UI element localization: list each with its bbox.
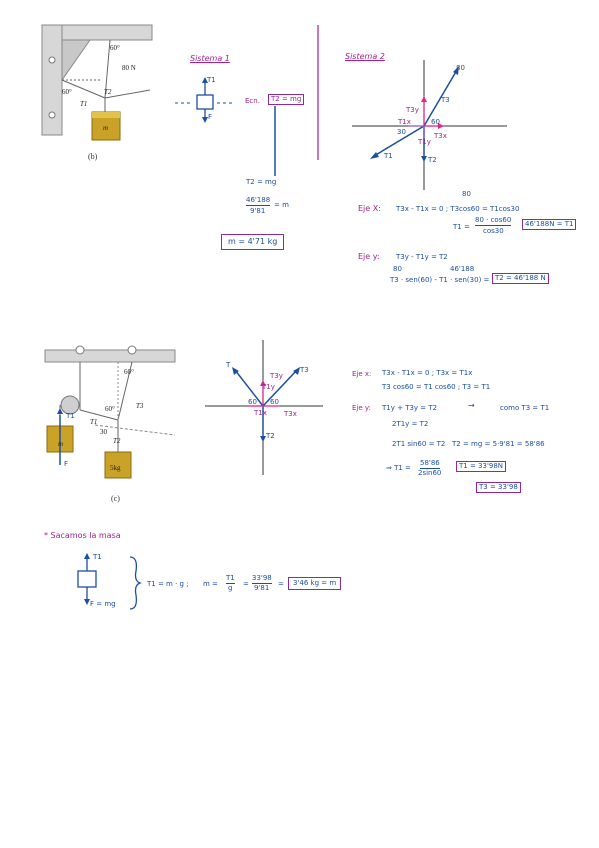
fig-c-mass2: 5kg	[110, 464, 121, 472]
fig-c-mass1: m	[58, 440, 64, 448]
fig-c-caption: (c)	[111, 494, 120, 503]
sys-c-ejex-eq2: T3 cos60 = T1 cos60 ; T3 = T1	[382, 383, 491, 391]
diagram2-a60a: 60	[248, 398, 257, 406]
sys-c-ejey-arrow: →	[468, 401, 475, 410]
sistema2-t1y: T1y	[418, 138, 431, 146]
eje-x-eq: T3x - T1x = 0 ; T3cos60 = T1cos30	[396, 205, 520, 213]
fig-c-angle2: 60°	[105, 405, 115, 413]
sys-c-ejey-eq: T1y + T3y = T2	[382, 404, 438, 412]
fig-b-t2: T2	[104, 88, 112, 96]
diagram2-t3x: T3x	[284, 410, 297, 418]
masa-den: g	[228, 584, 233, 592]
eje-y-sup1: 80	[393, 265, 402, 273]
fig-c-t1arrow: T1	[66, 412, 75, 420]
masa-title: * Sacamos la masa	[44, 531, 121, 540]
fig-b-force: 80 N	[122, 64, 136, 72]
sistema2-t3: T3	[441, 96, 450, 104]
sys-c-l2: 2T1 sin60 = T2	[392, 440, 446, 448]
sys-c-l3den: 2sin60	[418, 469, 442, 477]
eje-x-sol: T1 =	[453, 223, 470, 231]
sistema2-title: Sistema 2	[345, 52, 385, 61]
sistema2-t3y: T3y	[406, 106, 419, 114]
fig-b-angle-left: 60°	[62, 88, 72, 96]
masa-num: T1	[226, 574, 235, 584]
fig-c-f: F	[64, 460, 69, 468]
masa-eq2: m =	[203, 580, 218, 588]
fig-b-t1: T1	[80, 100, 88, 108]
diagram2-t2: T2	[266, 432, 275, 440]
eje-y-sup2: 46'188	[450, 265, 475, 273]
sistema2-t1: T1	[384, 152, 393, 160]
sistema1-frac-den: 9'81	[250, 207, 266, 215]
sistema1-rope-line	[274, 106, 276, 176]
masa-result: 3'46 kg = m	[288, 577, 342, 590]
sistema2-diagram	[352, 60, 507, 190]
fig-c-t3: T3	[136, 402, 144, 410]
sistema1-diagram	[175, 77, 233, 123]
sistema2-a30: 30	[397, 128, 406, 136]
diagram2-t: T	[226, 361, 231, 369]
sistema1-frac-num: 46'188	[246, 196, 271, 206]
masa-diagram	[77, 553, 142, 610]
eje-y-label: Eje y:	[358, 252, 380, 261]
eje-y-result: T2 = 46'188 N	[492, 273, 549, 284]
fig-c-a30: 30	[100, 428, 107, 436]
sistema1-f: F	[208, 113, 213, 121]
sys-c-l1: 2T1y = T2	[392, 420, 429, 428]
masa-eq1: T1 = m · g ;	[147, 580, 189, 588]
sys-c-ejey-note: como T3 = T1	[500, 404, 550, 412]
sistema1-eq1: T2 = mg	[246, 178, 277, 186]
eje-x-num: 80 · cos60	[475, 216, 512, 226]
sistema2-t1x: T1x	[398, 118, 411, 126]
diagram2-t3: T3	[300, 366, 309, 374]
vertical-divider	[317, 25, 319, 160]
fig-c-t2: T2	[113, 437, 121, 445]
diagram2-t1x: T1x	[254, 409, 267, 417]
masa-t1: T1	[93, 553, 102, 561]
sys-c-ejey-label: Eje y:	[352, 404, 371, 412]
fig-c-t1: T1	[90, 418, 98, 426]
sys-c-l3num: 58'86	[420, 459, 440, 469]
fig-b-mass: m	[103, 124, 109, 132]
eje-x-den: cos30	[483, 227, 504, 235]
sys-c-r1: T1 = 33'98N	[456, 461, 507, 472]
sistema2-t2: T2	[428, 156, 437, 164]
diagram2-fbd	[205, 340, 323, 475]
masa-num2: 33'98	[252, 574, 272, 584]
masa-eq3: =	[243, 580, 249, 588]
masa-eq4: =	[278, 580, 284, 588]
sistema2-f80: 80	[456, 64, 465, 72]
masa-den2: 9'81	[254, 584, 270, 592]
diagram2-t1y: T1y	[262, 383, 275, 391]
sistema2-t3x: T3x	[434, 132, 447, 140]
sistema1-result: m = 4'71 kg	[221, 234, 285, 250]
sys-c-brace-eq: T2 = mg = 5·9'81 = 58'86	[452, 440, 545, 448]
fig-c-angle1: 60°	[124, 368, 134, 376]
eje-x-result: 46'188N = T1	[522, 219, 577, 230]
diagram2-a60b: 60	[270, 398, 279, 406]
sys-c-ejex-eq: T3x - T1x = 0 ; T3x = T1x	[382, 369, 473, 377]
eje-x-label: Eje X:	[358, 204, 381, 213]
sistema1-eqn-label: Ecn.	[245, 97, 260, 105]
diagram2-t3y: T3y	[270, 372, 283, 380]
sistema1-t1: T1	[207, 76, 216, 84]
eje-x-sup: 80	[462, 190, 471, 198]
sys-c-ejex-label: Eje x:	[352, 370, 372, 378]
sys-c-r2: T3 = 33'98	[476, 482, 521, 493]
figure-c-illustration	[44, 345, 176, 479]
sistema1-eq-m: = m	[274, 201, 289, 209]
masa-f: F = mg	[90, 600, 116, 608]
sistema1-eqn-box: T2 = mg	[268, 94, 305, 105]
eje-y-eq: T3y - T1y = T2	[396, 253, 448, 261]
eje-y-eq2: T3 · sen(60) - T1 · sen(30) =	[390, 276, 490, 284]
sys-c-l3: ⇒ T1 =	[386, 464, 411, 472]
sistema1-title: Sistema 1	[190, 54, 230, 63]
sistema2-a60: 60	[431, 118, 440, 126]
fig-b-angle-top: 60°	[110, 44, 120, 52]
fig-b-caption: (b)	[88, 152, 98, 161]
figure-b-illustration	[41, 24, 153, 141]
